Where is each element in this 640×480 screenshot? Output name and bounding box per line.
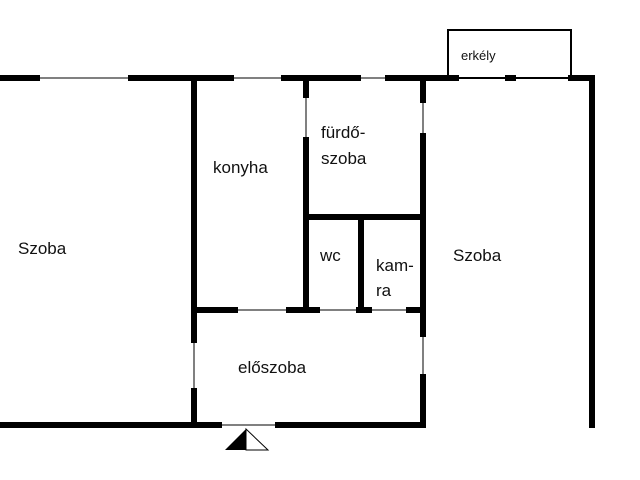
right-room-left-wall bbox=[420, 75, 426, 428]
room-label-wc: wc bbox=[319, 246, 341, 265]
room-label-right-szoba: Szoba bbox=[453, 246, 502, 265]
room-label-furdo-line1: fürdő- bbox=[321, 123, 365, 142]
room-label-kamra-line1: kam- bbox=[376, 256, 414, 275]
bottom-wall bbox=[0, 422, 420, 428]
right-wall bbox=[589, 75, 595, 428]
hall-top-wall bbox=[191, 307, 426, 313]
room-label-furdo-line2: szoba bbox=[321, 149, 367, 168]
bathroom-bottom-wall bbox=[303, 214, 426, 220]
room-label-eloszoba: előszoba bbox=[238, 358, 307, 377]
room-label-konyha: konyha bbox=[213, 158, 268, 177]
room-label-erkely: erkély bbox=[461, 48, 496, 63]
room-label-left-szoba: Szoba bbox=[18, 239, 67, 258]
bathroom-left-wall bbox=[303, 75, 309, 313]
entrance-arrow-icon bbox=[225, 427, 270, 451]
wc-pantry-wall bbox=[358, 214, 364, 313]
room-label-kamra-line2: ra bbox=[376, 281, 392, 300]
kitchen-left-wall bbox=[191, 75, 197, 428]
top-wall bbox=[0, 75, 595, 81]
